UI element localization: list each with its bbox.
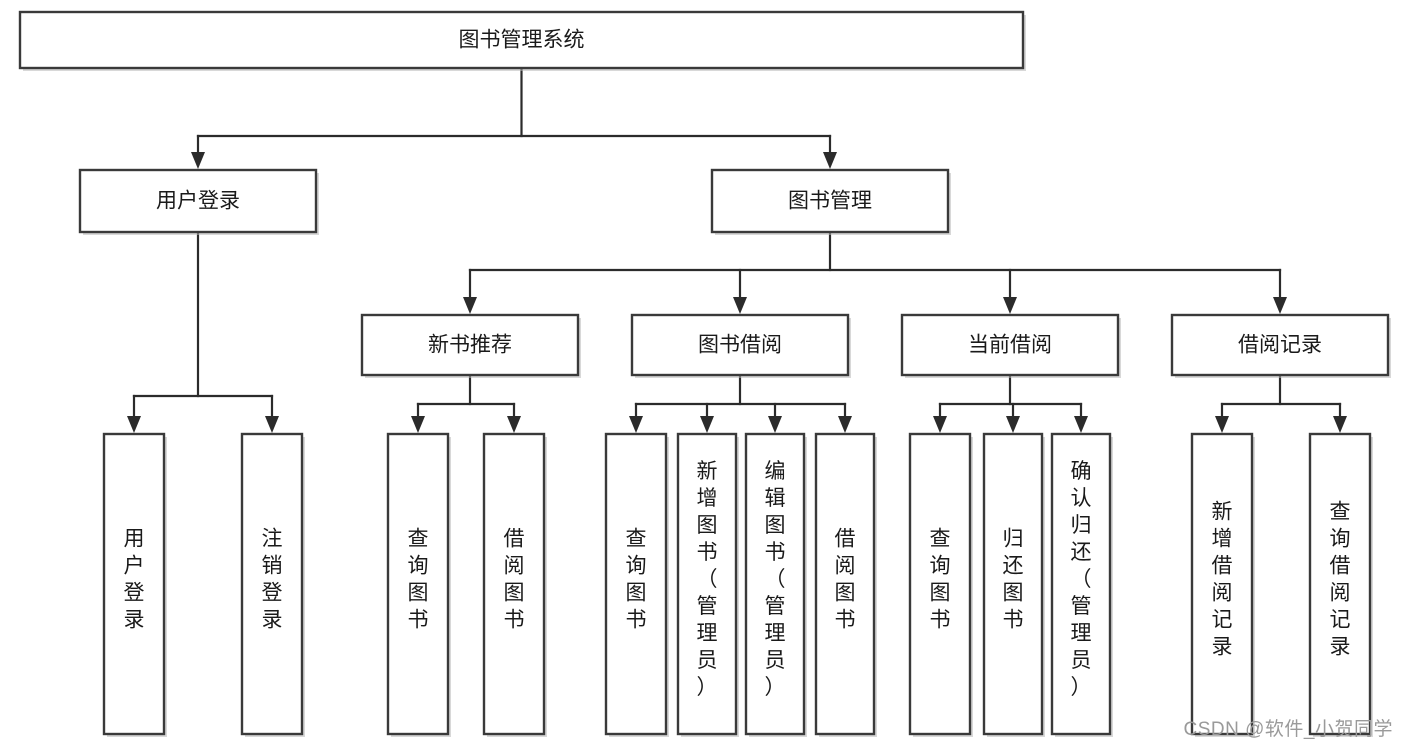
node-box[interactable] bbox=[710, 168, 950, 234]
node-box[interactable] bbox=[240, 432, 304, 736]
node-leaf-query-book-2[interactable]: 查询图书 bbox=[604, 432, 669, 737]
node-label: 查询图书 bbox=[626, 528, 647, 632]
node-leaf-add-record[interactable]: 新增借阅记录 bbox=[1190, 432, 1255, 737]
node-borrow-record[interactable]: 借阅记录 bbox=[1170, 313, 1391, 378]
node-leaf-logout[interactable]: 注销登录 bbox=[240, 432, 305, 737]
node-box[interactable] bbox=[814, 432, 876, 736]
node-new-book-rec[interactable]: 新书推荐 bbox=[360, 313, 581, 378]
node-box[interactable] bbox=[1170, 313, 1390, 377]
node-box[interactable] bbox=[360, 313, 580, 377]
node-label: 借阅记录 bbox=[1238, 334, 1322, 357]
node-box[interactable] bbox=[900, 313, 1120, 377]
connectors-layer bbox=[127, 66, 1347, 433]
node-leaf-borrow-book-2[interactable]: 借阅图书 bbox=[814, 432, 877, 737]
node-label: 借阅图书 bbox=[504, 528, 525, 632]
node-leaf-add-book[interactable]: 新增图书（管理员） bbox=[676, 432, 739, 737]
node-label: 编辑图书（管理员） bbox=[765, 460, 786, 699]
node-label: 图书管理 bbox=[788, 190, 872, 213]
node-box[interactable] bbox=[482, 432, 546, 736]
node-leaf-query-book-1[interactable]: 查询图书 bbox=[386, 432, 451, 737]
node-box[interactable] bbox=[604, 432, 668, 736]
node-label: 注销登录 bbox=[262, 528, 283, 632]
node-root[interactable]: 图书管理系统 bbox=[18, 10, 1026, 71]
node-label: 新增图书（管理员） bbox=[697, 460, 718, 699]
node-label: 新书推荐 bbox=[428, 334, 512, 357]
node-leaf-confirm-return[interactable]: 确认归还（管理员） bbox=[1050, 432, 1113, 737]
node-label: 当前借阅 bbox=[968, 334, 1052, 357]
node-box[interactable] bbox=[18, 10, 1025, 70]
node-leaf-query-book-3[interactable]: 查询图书 bbox=[908, 432, 973, 737]
node-leaf-edit-book[interactable]: 编辑图书（管理员） bbox=[744, 432, 807, 737]
node-box[interactable] bbox=[386, 432, 450, 736]
node-book-manage[interactable]: 图书管理 bbox=[710, 168, 951, 235]
node-label: 查询图书 bbox=[408, 528, 429, 632]
node-label: 确认归还（管理员） bbox=[1071, 460, 1092, 699]
node-label: 用户登录 bbox=[156, 190, 240, 213]
node-box[interactable] bbox=[102, 432, 166, 736]
node-leaf-query-record[interactable]: 查询借阅记录 bbox=[1308, 432, 1373, 737]
node-label: 查询图书 bbox=[930, 528, 951, 632]
node-box[interactable] bbox=[982, 432, 1044, 736]
node-leaf-borrow-book-1[interactable]: 借阅图书 bbox=[482, 432, 547, 737]
node-label: 图书借阅 bbox=[698, 334, 782, 357]
node-box[interactable] bbox=[908, 432, 972, 736]
node-leaf-user-login[interactable]: 用户登录 bbox=[102, 432, 167, 737]
node-box[interactable] bbox=[1190, 432, 1254, 736]
node-label: 用户登录 bbox=[124, 528, 145, 632]
node-box[interactable] bbox=[1050, 432, 1112, 736]
node-label: 查询借阅记录 bbox=[1330, 501, 1351, 659]
node-label: 新增借阅记录 bbox=[1212, 501, 1233, 659]
node-user-login[interactable]: 用户登录 bbox=[78, 168, 319, 235]
node-label: 图书管理系统 bbox=[459, 29, 585, 52]
node-box[interactable] bbox=[1308, 432, 1372, 736]
node-label: 借阅图书 bbox=[835, 528, 856, 632]
node-box[interactable] bbox=[78, 168, 318, 234]
node-label: 归还图书 bbox=[1003, 528, 1024, 632]
node-box[interactable] bbox=[676, 432, 738, 736]
node-box[interactable] bbox=[744, 432, 806, 736]
node-current-borrow[interactable]: 当前借阅 bbox=[900, 313, 1121, 378]
node-leaf-return-book[interactable]: 归还图书 bbox=[982, 432, 1045, 737]
node-box[interactable] bbox=[630, 313, 850, 377]
nodes-layer: 图书管理系统用户登录图书管理新书推荐图书借阅当前借阅借阅记录用户登录注销登录查询… bbox=[18, 10, 1391, 737]
node-book-borrow[interactable]: 图书借阅 bbox=[630, 313, 851, 378]
